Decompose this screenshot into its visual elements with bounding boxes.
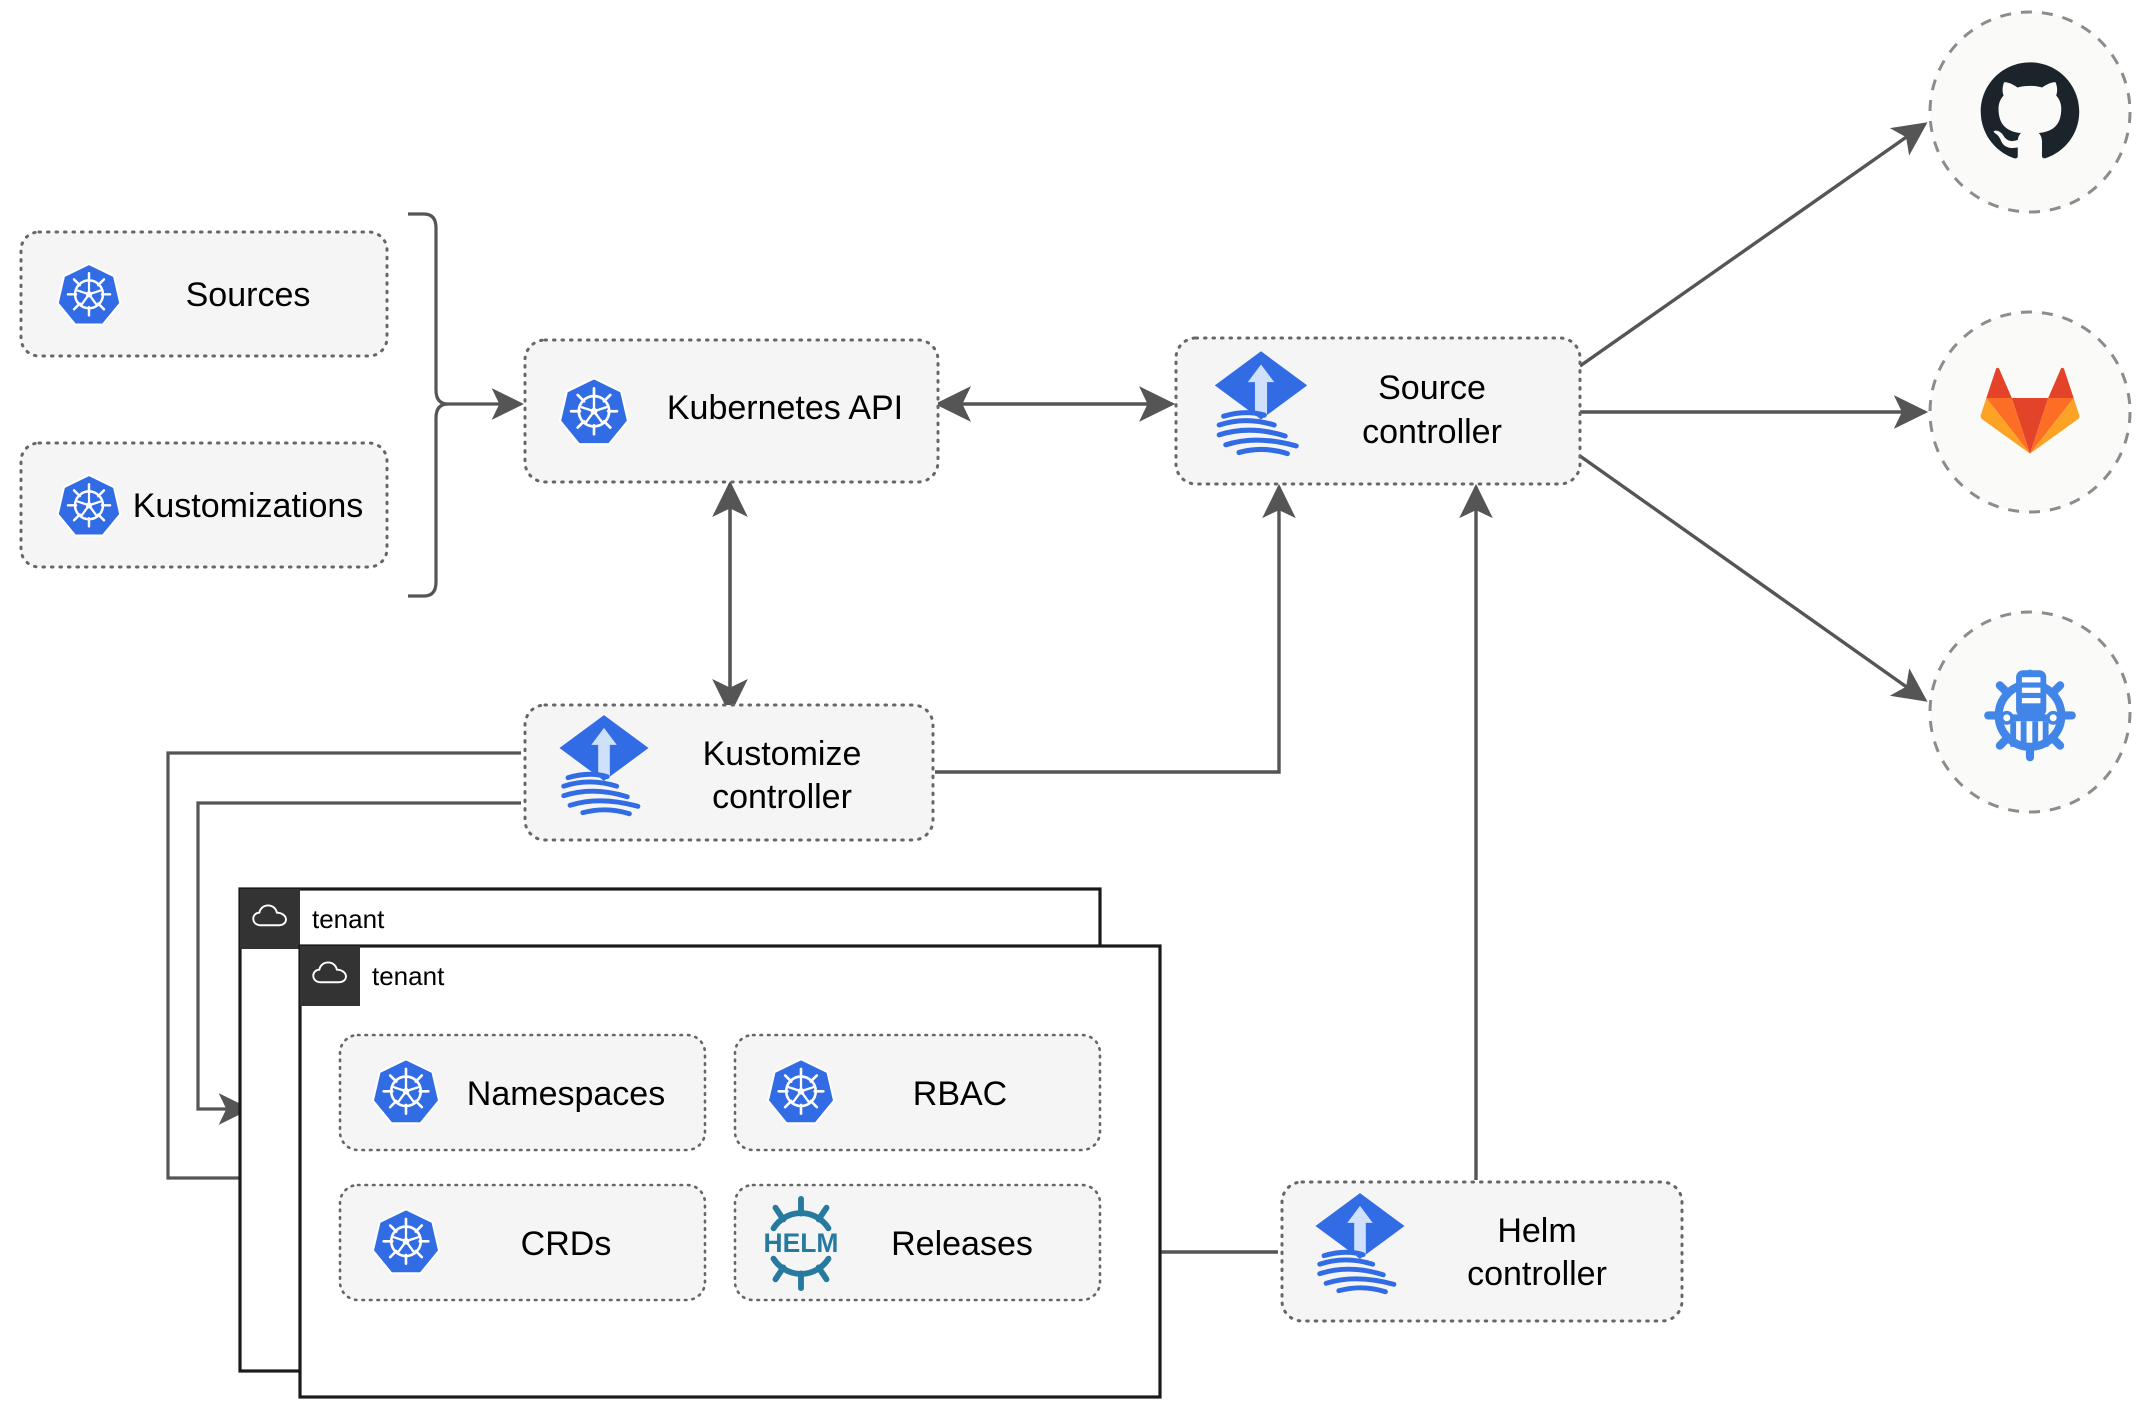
tenant-front-body xyxy=(298,944,1162,1399)
resource-bracket xyxy=(408,212,449,598)
node-kustomize-controller-label-2: controller xyxy=(712,778,852,816)
resource-kustomizations-label: Kustomizations xyxy=(133,487,364,525)
tenant-resource-crds[interactable]: CRDs xyxy=(338,1183,707,1302)
resource-kustomizations[interactable]: Kustomizations xyxy=(19,441,389,569)
node-source-controller-label-2: controller xyxy=(1362,413,1502,451)
node-helm-controller-label-1: Helm xyxy=(1497,1212,1576,1250)
tenant-resource-rbac[interactable]: RBAC xyxy=(733,1033,1102,1152)
provider-github[interactable] xyxy=(1928,10,2132,214)
edge-kustomize-to-source xyxy=(935,483,1296,774)
edge-kustomize-to-tenant-front xyxy=(196,801,521,1125)
node-helm-controller[interactable]: Helm controller xyxy=(1280,1180,1684,1323)
resource-sources-label: Sources xyxy=(186,276,311,314)
provider-gitlab[interactable] xyxy=(1928,310,2132,514)
edge-kustomize-to-tenant-back xyxy=(166,751,521,1194)
tenant-resource-releases-label: Releases xyxy=(891,1225,1033,1263)
tenant-back-label: tenant xyxy=(312,904,385,934)
node-kustomize-controller[interactable]: Kustomize controller xyxy=(523,703,935,842)
edge-layer xyxy=(166,122,1929,1269)
helm-repository-icon xyxy=(1988,670,2072,757)
tenant-resource-crds-label: CRDs xyxy=(521,1225,612,1263)
node-kubernetes-api[interactable]: Kubernetes API xyxy=(523,338,940,484)
node-helm-controller-label-2: controller xyxy=(1467,1255,1607,1293)
node-source-controller[interactable]: Source controller xyxy=(1174,336,1582,486)
tenant-resource-rbac-label: RBAC xyxy=(913,1075,1007,1113)
edge-source-to-helmrepo xyxy=(1579,454,1928,702)
tenant-front-tab xyxy=(300,946,360,1006)
resource-sources[interactable]: Sources xyxy=(19,230,389,358)
tenant-front[interactable]: tenant xyxy=(298,944,1162,1399)
edge-source-to-github xyxy=(1579,122,1928,368)
node-kustomize-controller-label-1: Kustomize xyxy=(703,735,862,773)
tenant-resource-namespaces-label: Namespaces xyxy=(467,1075,665,1113)
tenant-resource-namespaces[interactable]: Namespaces xyxy=(338,1033,707,1152)
tenant-back-tab xyxy=(240,889,300,949)
node-kubernetes-api-label: Kubernetes API xyxy=(667,389,903,427)
provider-helm-repository[interactable] xyxy=(1928,610,2132,814)
tenant-front-label: tenant xyxy=(372,961,445,991)
tenant-resource-releases[interactable]: Releases xyxy=(733,1183,1102,1302)
node-source-controller-label-1: Source xyxy=(1378,369,1486,407)
